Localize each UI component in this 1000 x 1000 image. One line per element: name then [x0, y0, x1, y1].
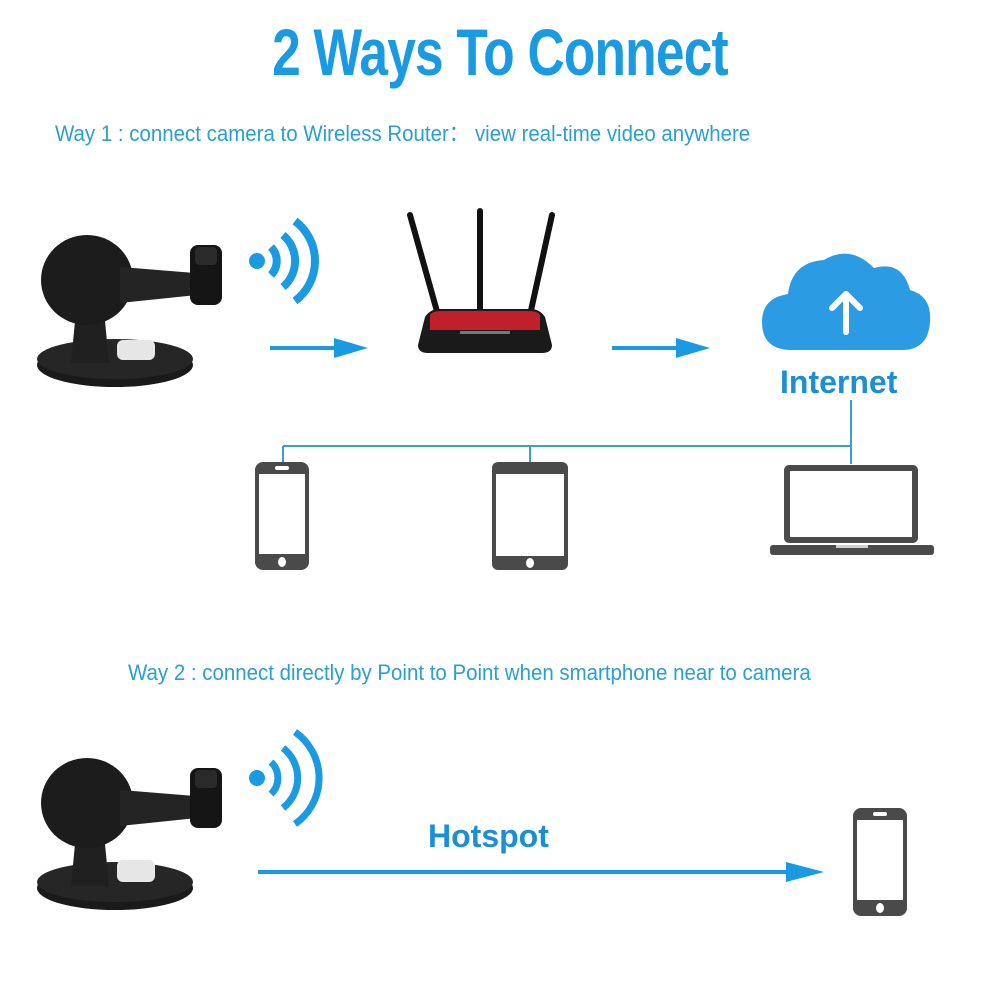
way2-description: Way 2 : connect directly by Point to Poi…	[128, 660, 811, 685]
camera-stand-icon	[37, 758, 222, 910]
page-title: 2 Ways To Connect	[272, 15, 729, 89]
laptop-icon	[770, 465, 934, 555]
hotspot-label: Hotspot	[428, 818, 549, 854]
internet-label: Internet	[780, 364, 898, 400]
wifi-signal-icon	[249, 729, 323, 827]
smartphone-icon	[853, 808, 907, 916]
cloud-upload-icon	[762, 253, 931, 350]
tablet-icon	[492, 462, 568, 570]
smartphone-icon	[255, 462, 309, 570]
router-icon	[407, 208, 555, 353]
way1-description: Way 1 : connect camera to Wireless Route…	[55, 121, 751, 146]
arrow-right-icon	[612, 338, 710, 358]
camera-stand-icon	[37, 235, 222, 387]
arrow-right-icon	[258, 862, 824, 882]
arrow-right-icon	[270, 338, 368, 358]
wifi-signal-icon	[249, 217, 319, 305]
network-connector-lines	[282, 400, 852, 464]
